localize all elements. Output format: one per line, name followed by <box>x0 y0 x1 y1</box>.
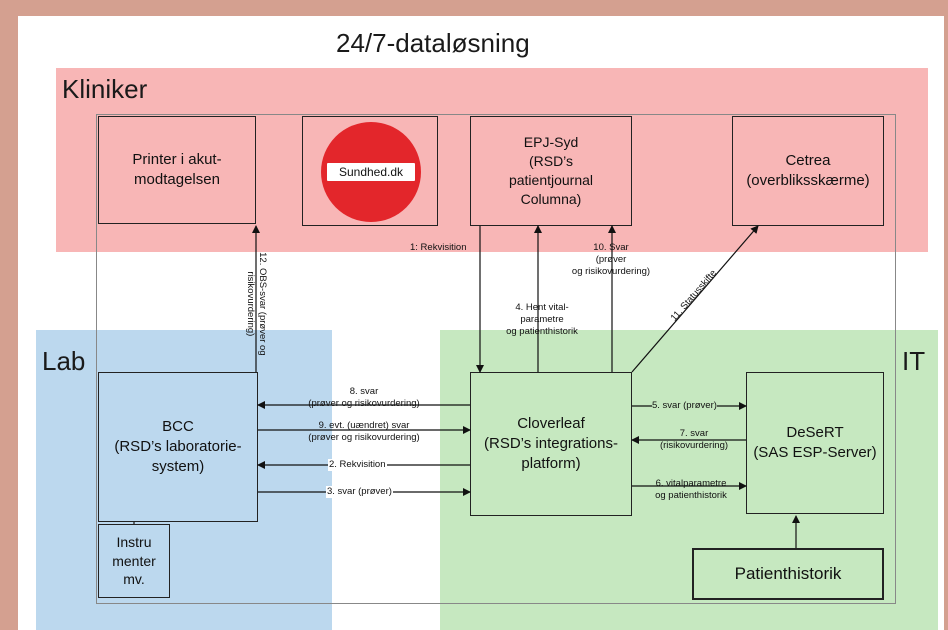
arrow-label-12: 12. OBS-svar (prøver og risikovurdering) <box>245 252 268 356</box>
arrow-label-2: 2. Rekvisition <box>328 459 387 471</box>
arrow-label-9: 9. evt. (uændret) svar (prøver og risiko… <box>308 420 420 443</box>
arrow-11 <box>631 225 759 373</box>
arrow-label-3: 3. svar (prøver) <box>326 486 393 498</box>
bcc-box: BCC (RSD’s laboratorie- system) <box>98 372 258 522</box>
arrow-label-1: 1: Rekvisition <box>410 242 467 253</box>
zone-it-title: IT <box>902 346 926 376</box>
arrow-label-4: 4. Hent vital- parametre og patienthisto… <box>506 302 578 337</box>
arrow-label-8: 8. svar (prøver og risikovurdering) <box>308 386 420 409</box>
sundhed-label: Sundhed.dk <box>338 165 404 179</box>
arrow-label-10: 10. Svar (prøver og risikovurdering) <box>571 242 651 277</box>
desert-box: DeSeRT (SAS ESP-Server) <box>746 372 884 514</box>
zone-lab-title: Lab <box>42 346 86 376</box>
arrow-label-5: 5. svar (prøver) <box>652 400 717 412</box>
zone-lab <box>36 330 332 630</box>
process-frame <box>96 114 896 604</box>
instrumenter-box: Instru menter mv. <box>98 524 170 598</box>
arrow-label-6: 6. vitalparametre og patienthistorik <box>655 478 727 501</box>
zone-kliniker <box>56 68 928 252</box>
diagram-title: 24/7-dataløsning <box>336 28 530 58</box>
patienthistorik-box: Patienthistorik <box>692 548 884 600</box>
no-entry-icon <box>321 122 421 222</box>
cetrea-box: Cetrea (overbliksskærme) <box>732 116 884 226</box>
zone-kliniker-title: Kliniker <box>62 74 148 104</box>
arrow-label-7: 7. svar (risikovurdering) <box>659 428 729 451</box>
printer-box: Printer i akut- modtagelsen <box>98 116 256 224</box>
sundhed-box: Sundhed.dk <box>302 116 438 226</box>
epj-box: EPJ-Syd (RSD’s patientjournal Columna) <box>470 116 632 226</box>
cloverleaf-box: Cloverleaf (RSD’s integrations- platform… <box>470 372 632 516</box>
zone-it <box>440 330 938 630</box>
